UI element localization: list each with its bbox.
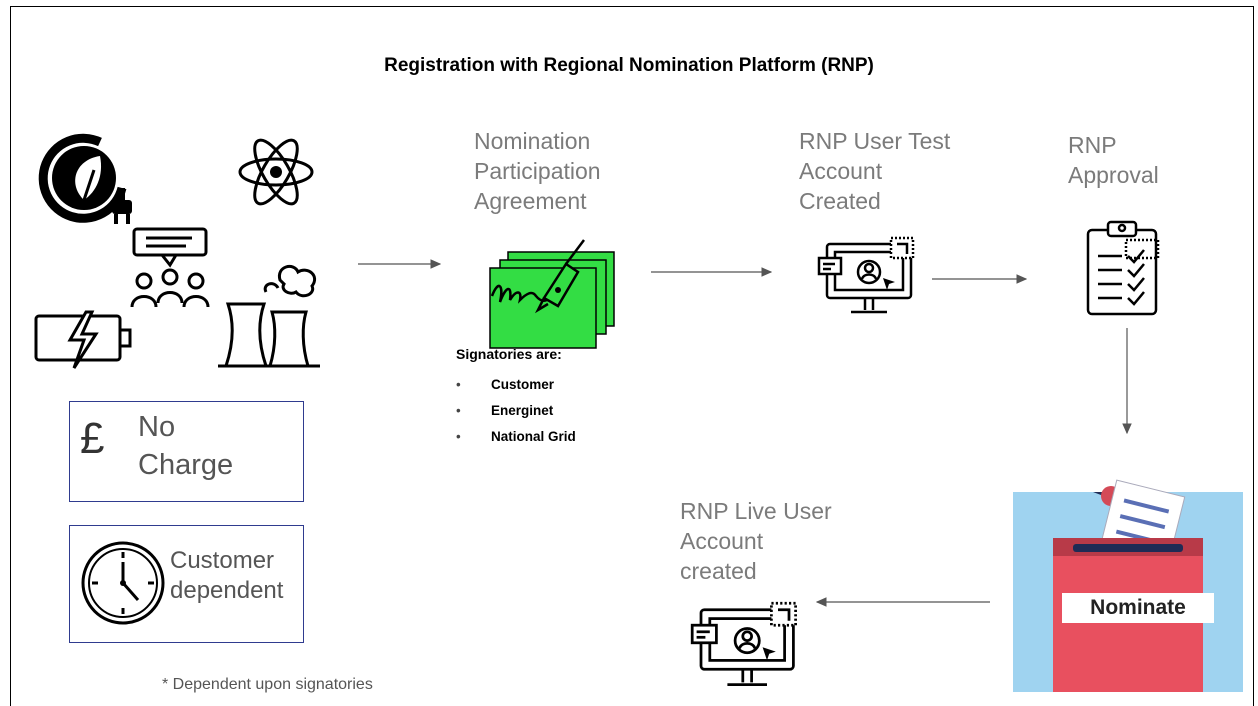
diagram-frame: [10, 6, 1254, 706]
footnote: * Dependent upon signatories: [162, 676, 373, 693]
atom-icon: [238, 138, 314, 206]
power-plant-icon: [218, 264, 320, 368]
approval-clipboard-icon: [1086, 220, 1160, 316]
cost-line-2: Charge: [138, 449, 234, 481]
battery-charging-icon: [34, 310, 132, 369]
step-approval-label: RNP Approval: [1068, 132, 1159, 188]
cost-info-box: £ No Charge: [69, 401, 304, 502]
signatory-item: National Grid: [456, 424, 576, 450]
nominate-label: Nominate: [1062, 593, 1214, 623]
signatories-heading: Signatories are:: [456, 346, 562, 362]
time-info-box: Customer dependent: [69, 525, 304, 643]
clock-icon: [81, 541, 165, 625]
signatory-item: Energinet: [456, 398, 576, 424]
renewable-energy-icon: [38, 133, 132, 224]
cost-line-1: No: [138, 411, 176, 443]
time-line-1: Customer: [170, 547, 275, 574]
time-line-2: dependent: [170, 577, 284, 604]
pound-icon: £: [80, 414, 105, 463]
live-user-account-monitor-icon: [690, 601, 797, 686]
ballot-box-image: [1013, 479, 1243, 692]
step-agreement-label: Nomination Participation Agreement: [474, 128, 601, 214]
signed-agreement-icon: [489, 239, 615, 349]
step-live-account-label: RNP Live User Account created: [680, 498, 832, 584]
step-test-account-label: RNP User Test Account Created: [799, 128, 951, 214]
diagram-title: Registration with Regional Nomination Pl…: [384, 55, 874, 76]
user-account-monitor-icon: [817, 236, 915, 314]
community-meeting-icon: [130, 227, 210, 308]
signatories-block: Signatories are: Customer Energinet Nati…: [456, 346, 576, 450]
signatory-item: Customer: [456, 372, 576, 398]
